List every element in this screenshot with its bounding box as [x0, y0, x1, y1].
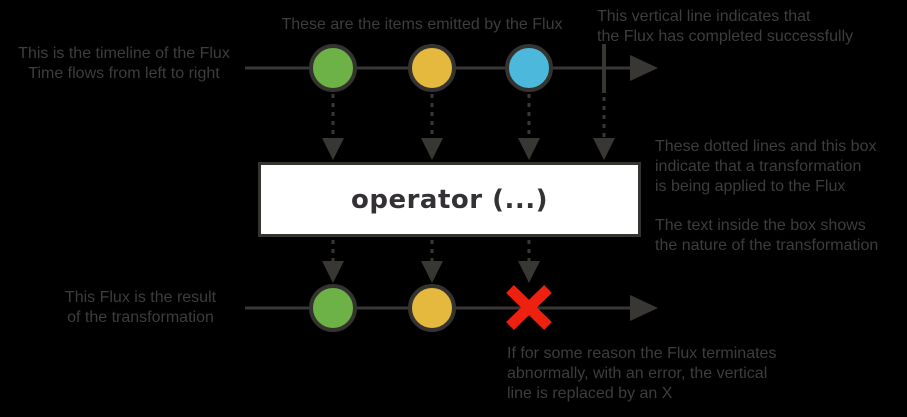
transform-arrow-1-head-icon — [322, 138, 344, 160]
source-marble-yellow — [408, 44, 456, 92]
output-arrow-1-head-icon — [322, 261, 344, 283]
complete-note: This vertical line indicates that the Fl… — [597, 8, 854, 45]
error-x-stroke-2 — [506, 285, 552, 330]
result-note: This Flux is the result of the transform… — [64, 289, 217, 326]
result-marble-green — [309, 284, 357, 332]
transform-arrow-3-head-icon — [518, 138, 540, 160]
source-marble-green — [309, 44, 357, 92]
transform-arrow-2-head-icon — [421, 138, 443, 160]
error-note: If for some reason the Flux terminates a… — [507, 345, 777, 402]
transform-note: These dotted lines and this box indicate… — [655, 138, 877, 195]
items-note: These are the items emitted by the Flux — [281, 16, 563, 33]
operator-label: operator (...) — [350, 184, 549, 215]
result-flux-arrowhead-icon — [630, 295, 658, 321]
timeline-note: This is the timeline of the Flux Time fl… — [18, 45, 230, 82]
box-text-note: The text inside the box shows the nature… — [655, 217, 879, 254]
source-flux-arrowhead-icon — [630, 55, 658, 81]
operator-box: operator (...) — [258, 162, 641, 237]
transform-arrow-4-head-icon — [593, 138, 615, 160]
output-arrow-2-head-icon — [421, 261, 443, 283]
output-arrow-3-head-icon — [518, 261, 540, 283]
source-marble-blue — [505, 44, 553, 92]
result-marble-yellow — [408, 284, 456, 332]
error-x-icon — [506, 285, 552, 330]
